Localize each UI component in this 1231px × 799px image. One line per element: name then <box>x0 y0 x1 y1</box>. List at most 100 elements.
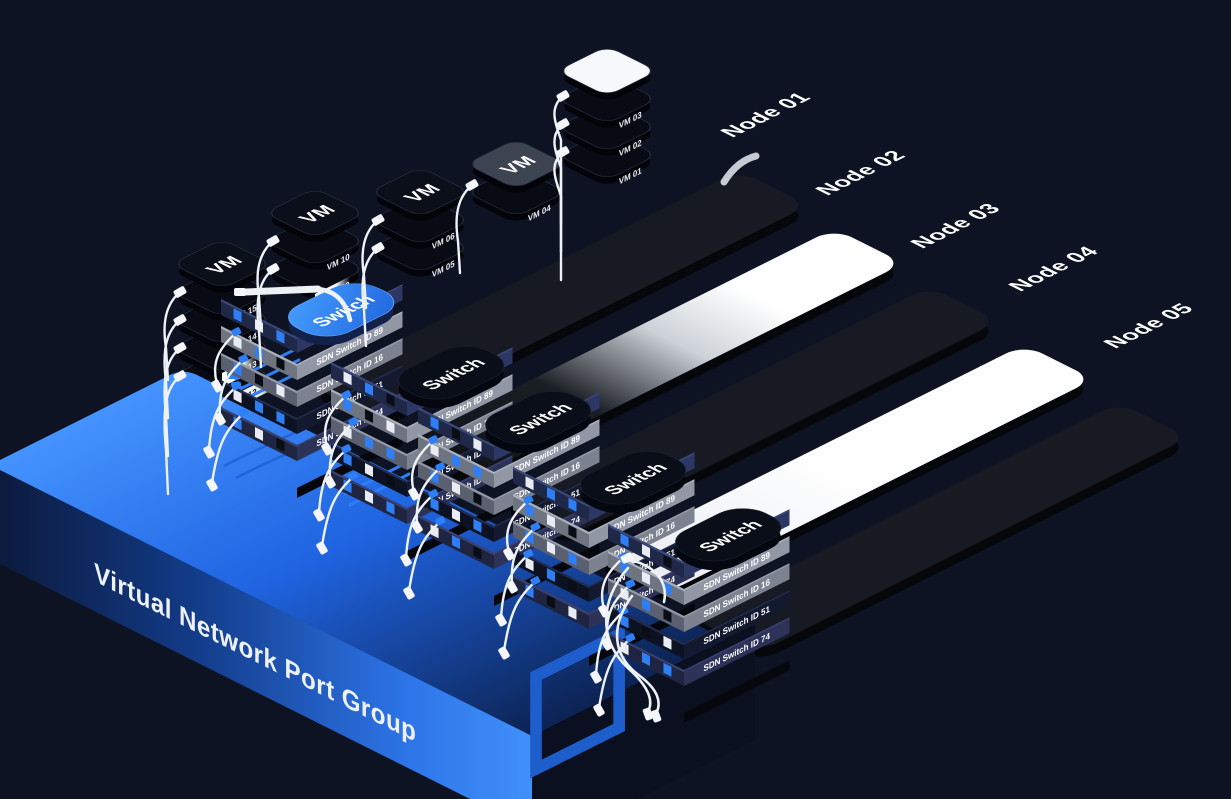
switch-port <box>451 426 461 442</box>
switch-port <box>620 614 629 629</box>
cable <box>510 525 538 587</box>
switch-port <box>641 570 651 586</box>
switch-port-face <box>513 467 589 521</box>
blue-plug <box>625 633 636 643</box>
switch-cap <box>580 451 687 505</box>
switch-port <box>663 635 672 650</box>
blue-plug <box>435 462 446 472</box>
switch-port <box>386 392 395 407</box>
switch-port <box>343 371 352 386</box>
switch-port <box>364 489 374 505</box>
cable <box>207 384 239 452</box>
switch-port <box>276 437 285 452</box>
switch-port <box>254 426 264 442</box>
cable-connector <box>371 242 385 254</box>
cable <box>315 286 353 323</box>
switch-port <box>386 500 395 515</box>
cable-connector <box>620 552 634 564</box>
switch-port-face <box>418 434 494 488</box>
switch-port <box>546 486 556 502</box>
switch-port <box>568 524 577 539</box>
cable-connector <box>214 412 226 426</box>
cable <box>410 438 436 494</box>
blue-plug <box>341 390 352 400</box>
cable-connector <box>371 214 385 226</box>
switch-port <box>546 540 556 556</box>
switch-port <box>641 651 651 667</box>
switch-port-face <box>331 389 407 443</box>
switch-port <box>386 473 395 488</box>
cable-connector <box>465 179 479 191</box>
switch-port <box>568 578 577 593</box>
switch-port <box>364 381 374 397</box>
switch-port <box>364 435 374 451</box>
blue-plug <box>523 549 534 559</box>
cable-connector <box>556 118 570 130</box>
blue-plug <box>435 516 446 526</box>
blue-plug <box>523 495 534 505</box>
vm-tile <box>271 191 359 235</box>
cable-connector <box>498 646 510 660</box>
blue-plug <box>530 576 541 586</box>
switch-port <box>525 476 534 491</box>
cable-connector <box>400 553 412 567</box>
cable <box>407 519 443 593</box>
cable <box>615 594 660 716</box>
blue-plug <box>428 489 439 499</box>
port-group-square-mark <box>530 625 625 779</box>
switch-port <box>641 543 651 559</box>
cable-connector <box>203 445 215 459</box>
switch-port <box>568 497 577 512</box>
switch-port <box>364 408 374 424</box>
cable-connector <box>556 90 570 102</box>
cable <box>213 330 239 386</box>
cable <box>210 411 246 485</box>
switch-port <box>430 497 439 512</box>
cable <box>600 555 626 611</box>
cable-connector <box>266 263 280 275</box>
cable-connector <box>556 146 570 158</box>
cable-connector <box>211 379 223 393</box>
cable <box>323 393 349 449</box>
cable <box>404 492 436 560</box>
cable <box>594 609 626 677</box>
switch-port <box>546 594 556 610</box>
port-group-front-face <box>0 470 532 799</box>
cable-connector <box>650 709 662 723</box>
switch-port <box>473 491 482 506</box>
switch-port-face <box>608 605 684 659</box>
cable-connector <box>403 586 415 600</box>
switch-port <box>451 534 461 550</box>
switch-port <box>233 308 242 323</box>
blue-plug <box>341 444 352 454</box>
switch-port <box>568 551 577 566</box>
switch-port <box>663 662 672 677</box>
switch-port <box>276 383 285 398</box>
switch-port <box>473 518 482 533</box>
cable <box>163 374 182 496</box>
cable-connector <box>173 342 187 354</box>
cable <box>597 636 633 710</box>
blue-plug <box>625 579 636 589</box>
cable <box>218 357 246 419</box>
cable-connector <box>234 288 246 296</box>
switch-port <box>254 372 264 388</box>
cable-connector <box>593 703 605 717</box>
cable <box>415 465 443 527</box>
cable <box>242 285 322 296</box>
cable-connector <box>206 478 218 492</box>
switch-port <box>451 480 461 496</box>
switch-port-face <box>331 443 407 497</box>
cable <box>499 552 531 620</box>
switch-cap <box>288 283 395 337</box>
cable <box>632 559 667 604</box>
cable-connector <box>411 520 423 534</box>
switch-port <box>568 605 577 620</box>
blue-plug <box>348 471 359 481</box>
cable <box>317 447 349 515</box>
blue-trace <box>223 428 301 468</box>
switch-port <box>254 399 264 415</box>
